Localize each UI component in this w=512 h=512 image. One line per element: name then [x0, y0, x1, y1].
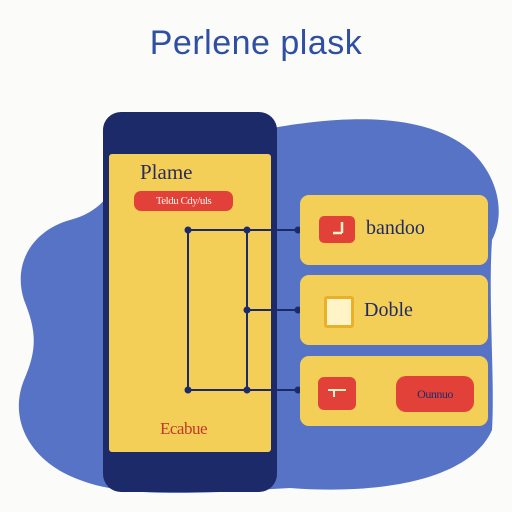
- connector-dot: [243, 226, 251, 234]
- connector-dot: [294, 306, 302, 314]
- payment-card-icon: [318, 377, 356, 410]
- card-action-button[interactable]: Ounnuo: [396, 376, 474, 412]
- card-payment[interactable]: Ounnuo: [300, 356, 488, 426]
- connector-dot: [243, 306, 251, 314]
- connector-dot: [184, 226, 192, 234]
- connector-dot: [243, 386, 251, 394]
- connector-dot: [184, 386, 192, 394]
- page-title: Perlene plask: [149, 24, 363, 62]
- phone-action-button[interactable]: Teldu Cdy/uls: [134, 191, 233, 211]
- card-doble[interactable]: Doble: [300, 275, 488, 345]
- document-icon: [324, 296, 354, 328]
- card-label: bandoo: [366, 217, 425, 239]
- connector-dot: [294, 226, 302, 234]
- music-note-icon: [319, 216, 355, 243]
- connector-dot: [294, 386, 302, 394]
- card-label: Doble: [364, 299, 413, 321]
- phone-screen-title: Plame: [140, 160, 193, 184]
- card-bandoo[interactable]: bandoo: [300, 195, 488, 265]
- phone-footer-label: Ecabue: [160, 419, 208, 438]
